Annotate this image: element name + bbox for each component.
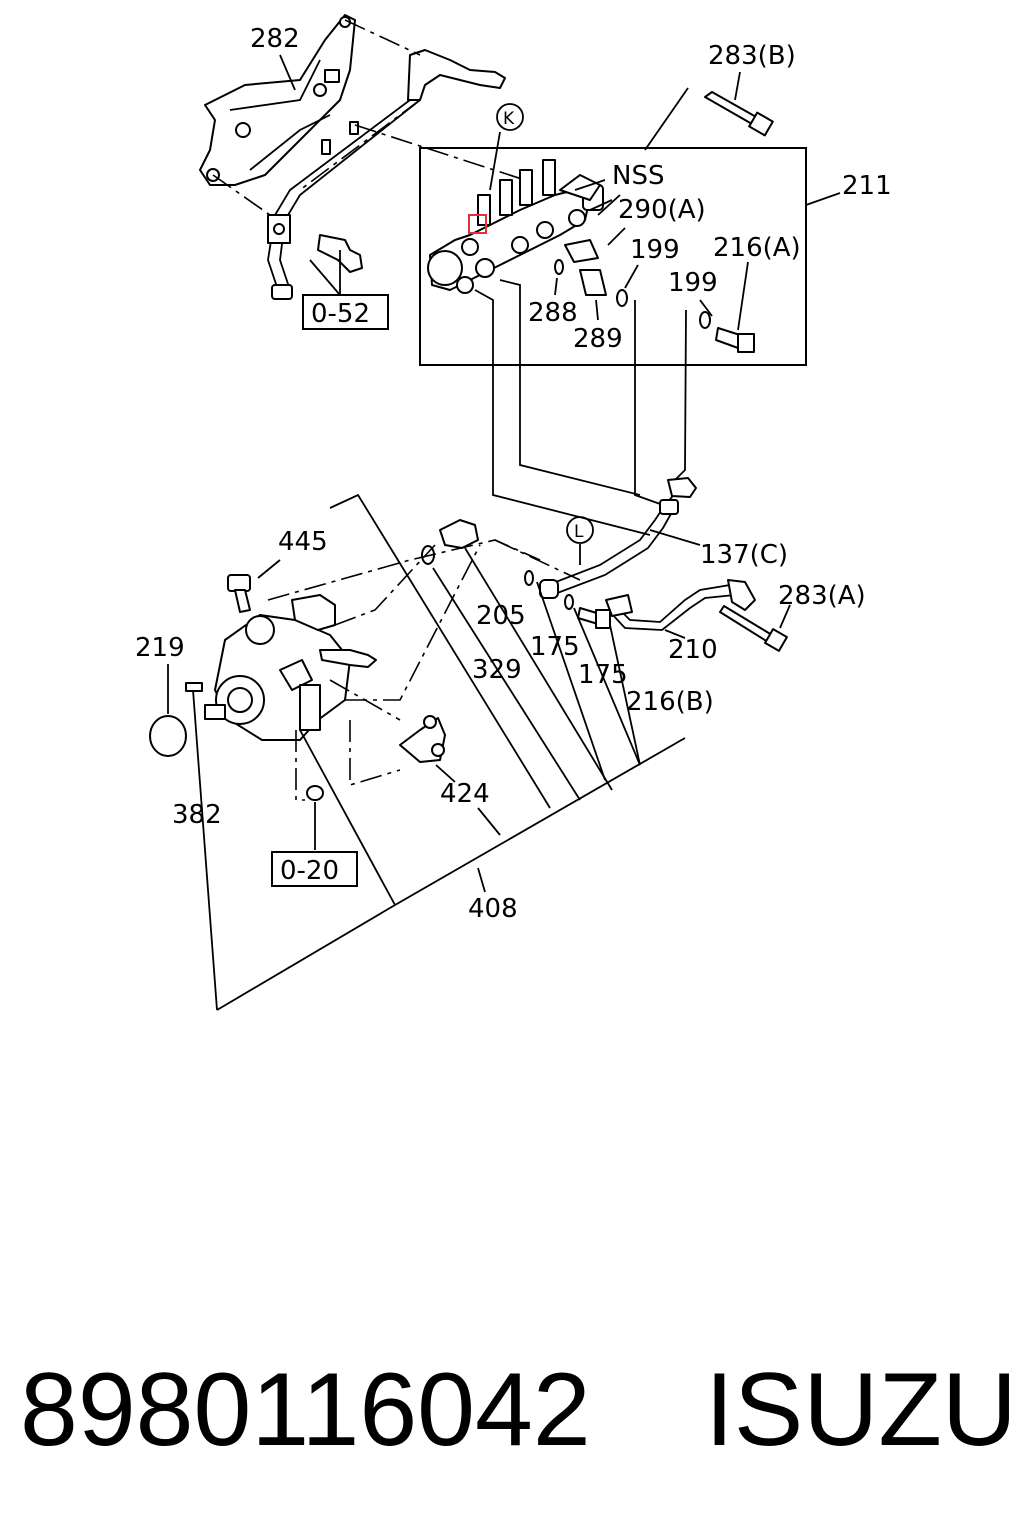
- callout-K-circle: [496, 103, 524, 131]
- callout-424[interactable]: 424: [440, 779, 490, 809]
- bolt-445: [227, 574, 251, 613]
- kit-box-211: [419, 147, 807, 366]
- callout-205[interactable]: 205: [476, 601, 526, 631]
- callout-NSS[interactable]: NSS: [612, 161, 664, 191]
- bolt-216b: [577, 607, 611, 629]
- pipe-137c: [539, 477, 697, 599]
- callout-219[interactable]: 219: [135, 633, 185, 663]
- ref-box-052: [302, 294, 389, 330]
- bolt-216a: [715, 327, 755, 353]
- ref-box-020: [271, 851, 358, 887]
- callout-K[interactable]: K: [503, 109, 515, 129]
- highlighted-part[interactable]: [468, 214, 487, 234]
- washer-199b: [699, 311, 711, 329]
- bolt-283a: [719, 605, 788, 652]
- plug-205: [439, 519, 479, 549]
- sensor-290a: [564, 239, 599, 263]
- callout-211[interactable]: 211: [842, 171, 892, 201]
- pump-408: [204, 594, 377, 741]
- callout-L[interactable]: L: [574, 522, 584, 542]
- washer-020: [306, 785, 324, 801]
- return-pipe-upper: [267, 49, 506, 300]
- washer-199a: [616, 289, 628, 307]
- washer-288: [554, 259, 564, 275]
- callout-329[interactable]: 329: [472, 655, 522, 685]
- fuel-manifold: [427, 159, 604, 294]
- washer-175a: [524, 570, 534, 586]
- callout-283a[interactable]: 283(A): [778, 581, 866, 611]
- key-382: [185, 682, 203, 692]
- callout-382[interactable]: 382: [172, 800, 222, 830]
- callout-199b[interactable]: 199: [668, 268, 718, 298]
- callout-289[interactable]: 289: [573, 324, 623, 354]
- valve-424: [399, 715, 446, 763]
- callout-137c[interactable]: 137(C): [700, 540, 788, 570]
- callout-175b[interactable]: 175: [578, 660, 628, 690]
- callout-L-circle: [566, 516, 594, 544]
- callout-175a[interactable]: 175: [530, 632, 580, 662]
- callout-020[interactable]: 0-20: [280, 856, 339, 886]
- callout-408[interactable]: 408: [468, 894, 518, 924]
- bracket-282: [199, 14, 359, 186]
- callout-445[interactable]: 445: [278, 527, 328, 557]
- callout-199a[interactable]: 199: [630, 235, 680, 265]
- callout-288[interactable]: 288: [528, 298, 578, 328]
- oring-219: [149, 715, 187, 757]
- callout-216b[interactable]: 216(B): [626, 687, 714, 717]
- callout-216a[interactable]: 216(A): [713, 233, 801, 263]
- callout-052[interactable]: 0-52: [311, 299, 370, 329]
- pipe-210: [605, 579, 756, 631]
- brand-name: ISUZU: [705, 1352, 1017, 1468]
- callout-282[interactable]: 282: [250, 24, 300, 54]
- plug-289: [579, 269, 607, 296]
- callout-210[interactable]: 210: [668, 635, 718, 665]
- callout-290a[interactable]: 290(A): [618, 195, 706, 225]
- washer-175b: [564, 594, 574, 610]
- bolt-283b: [704, 91, 774, 137]
- callout-283b[interactable]: 283(B): [708, 41, 796, 71]
- part-number: 8980116042: [20, 1352, 591, 1468]
